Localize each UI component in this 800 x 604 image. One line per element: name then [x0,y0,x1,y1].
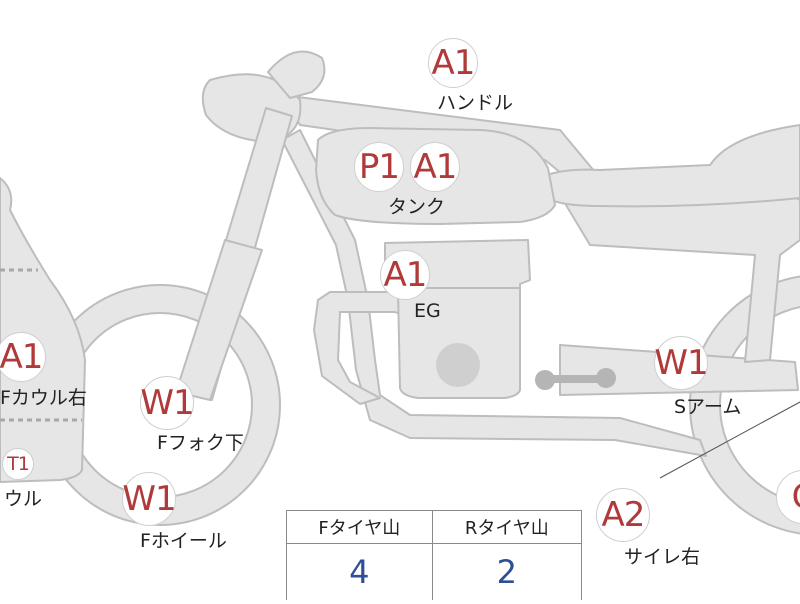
label-engine: EG [414,300,441,322]
seat-shape [539,124,800,208]
label-swing-arm: Sアーム [674,396,742,418]
value-front-tire: 4 [286,543,433,600]
front-cowl [0,177,86,483]
front-tire [39,284,281,526]
label-cowl-right: Fカウル右 [0,387,87,409]
badge-cowl-left-t1: T1 [2,448,34,480]
header-rear-tire: Rタイヤ山 [431,510,583,544]
badge-cowl-right-a1: A1 [0,332,46,382]
tire-table-value-row: 4 2 [286,543,583,600]
badge-front-wheel-w1: W1 [122,472,177,526]
badge-tank-p1: P1 [354,142,404,192]
label-handle: ハンドル [437,92,514,114]
label-front-wheel: Fホイール [140,530,227,552]
headlight-visor [267,50,326,99]
header-front-tire: Fタイヤ山 [286,510,433,544]
brake-pedal [535,368,616,390]
badge-muffler-right-a2: A2 [596,488,650,542]
frame-cradle [281,129,707,457]
rear-subframe [559,179,800,363]
fork-lower [175,239,263,401]
badge-engine-a1: A1 [380,250,430,300]
label-cowl-left: ウル [4,488,43,510]
label-tank: タンク [388,196,446,218]
leader-line [659,401,800,479]
label-fork-lower: Fフォク下 [157,432,244,454]
tire-tread-table: Fタイヤ山 Rタイヤ山 4 2 [286,510,583,600]
badge-tank-a1: A1 [410,142,460,192]
engine-cover [436,343,480,387]
value-rear-tire: 2 [431,543,583,600]
badge-handle-a1: A1 [428,38,478,88]
label-muffler-right: サイレ右 [624,546,701,568]
badge-fork-lower-w1: W1 [140,376,195,430]
tire-table-header-row: Fタイヤ山 Rタイヤ山 [286,510,583,544]
badge-swing-arm-w1: W1 [654,336,709,390]
